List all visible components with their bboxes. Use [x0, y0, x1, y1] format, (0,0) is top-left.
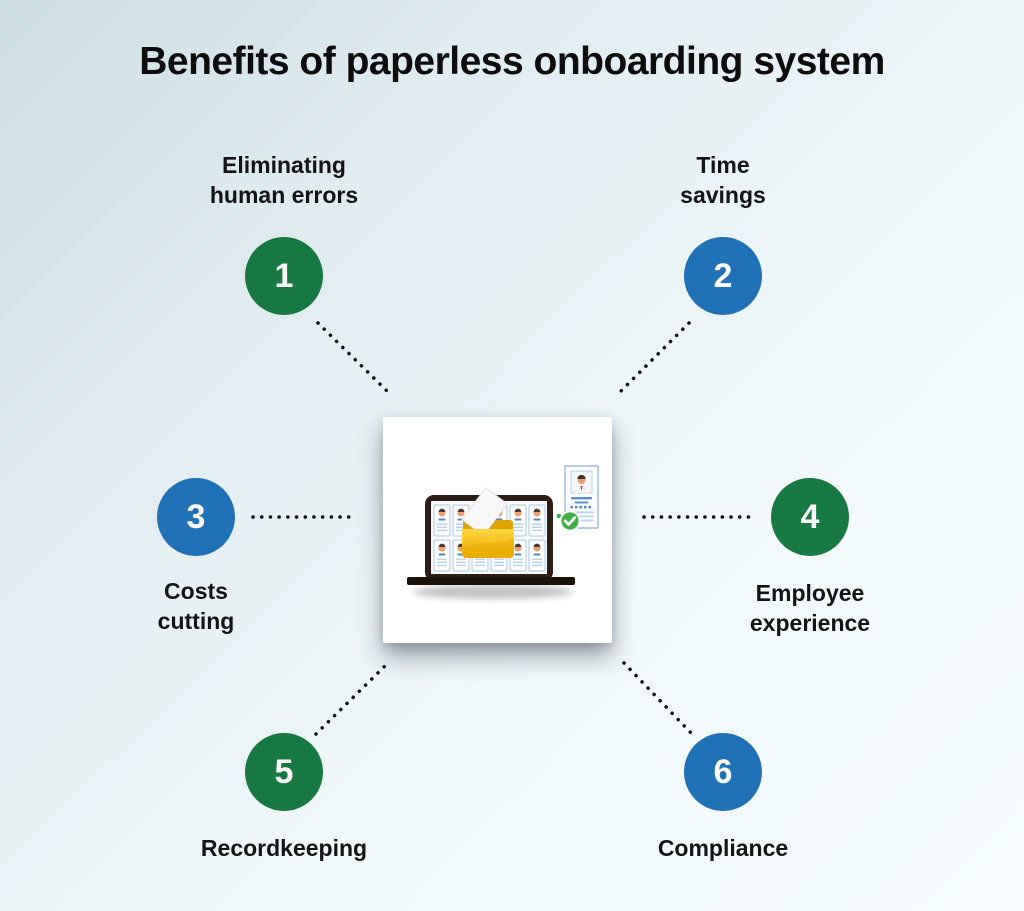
benefit-4-number-badge: 4 [771, 478, 849, 556]
laptop-shadow [413, 585, 573, 599]
laptop-base [407, 577, 575, 585]
page-title: Benefits of paperless onboarding system [139, 40, 885, 83]
connector-1 [316, 321, 389, 393]
benefit-1-label: Eliminating human errors [209, 152, 359, 208]
connector-6 [622, 661, 694, 736]
white-paper-sheet [461, 487, 508, 536]
employee-resume-card [564, 465, 599, 529]
benefit-4-label: Employee experience [749, 580, 871, 636]
benefit-2-number-badge: 2 [684, 237, 762, 315]
benefit-5-label: Recordkeeping [200, 835, 368, 861]
benefit-3-number-badge: 3 [157, 478, 235, 556]
benefit-3-label: Costs cutting [157, 578, 235, 634]
green-approved-checkmark [556, 510, 581, 532]
benefit-5-number-badge: 5 [245, 733, 323, 811]
yellow-folder-receiving-document [461, 487, 514, 558]
benefit-6-number-badge: 6 [684, 733, 762, 811]
connector-2 [619, 321, 691, 393]
center-illustration-card [383, 417, 612, 643]
benefit-2-label: Time savings [680, 152, 766, 208]
benefit-1-number-badge: 1 [245, 237, 323, 315]
laptop-with-employee-files-illustration [407, 465, 599, 599]
connector-5 [314, 661, 390, 736]
benefit-6-label: Compliance [657, 835, 789, 861]
